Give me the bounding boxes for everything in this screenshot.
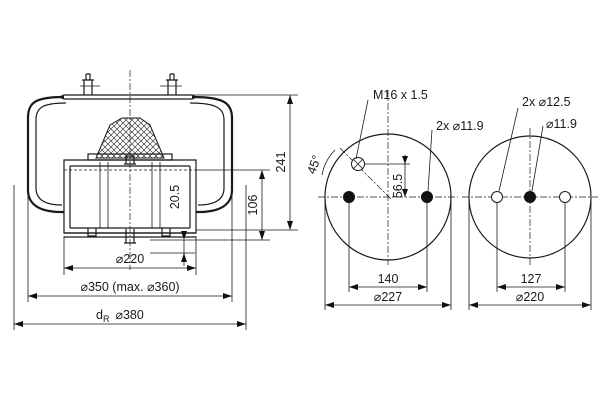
hole-leader [427,129,433,192]
bottom-hole-label-a: 2x ⌀12.5 [522,95,571,109]
dim-bellow-diameter: ⌀350 (max. ⌀360) [80,280,179,294]
top-plate-thread-hole [351,157,365,171]
dim-height-piston: 106 [246,195,260,216]
bottom-pins [87,228,171,237]
thread-leader [355,99,369,160]
top-stud-left [82,73,94,95]
extension-lines-top-plate [324,200,452,310]
bottom-hole-label-b: ⌀11.9 [546,117,577,131]
dim-piston-diameter: ⌀220 [116,252,144,266]
top-bead-plate [60,94,196,100]
extension-lines-bottom-plate [468,200,592,310]
side-view-air-spring: 241 106 20.5 ⌀220 ⌀350 (max. ⌀360) dR⌀38… [13,70,298,330]
top-offset-label: 56.5 [391,174,405,198]
top-diameter-label: ⌀227 [374,290,402,304]
top-spacing-label: 140 [378,272,399,286]
dim-offset: 20.5 [168,185,182,209]
dim-height-total: 241 [274,152,288,173]
piston-inner-walls [99,162,161,228]
top-plate-hole-right [421,191,433,203]
bottom-diameter-label: ⌀220 [516,290,544,304]
bottom-plate-view: 2x ⌀12.5 ⌀11.9 127 ⌀220 [462,95,598,310]
dim-rolling-diameter: dR⌀380 [96,308,144,324]
top-plate-45-line [339,147,393,201]
bottom-spacing-label: 127 [521,272,542,286]
top-stud-right [166,73,178,95]
bellow-inner [35,102,225,206]
top-thread-label: M16 x 1.5 [373,88,428,102]
hole-leader-12-5 [498,107,519,192]
dim-arrows-20-5 [181,231,187,262]
extension-lines-side [13,94,298,330]
hole-leader-11-9 [531,125,544,192]
top-plate-hole-left [343,191,355,203]
angle-arc-45 [321,149,336,176]
top-plate-view: M16 x 1.5 2x ⌀11.9 45° 56.5 140 ⌀227 [304,88,484,310]
bottom-plate-hole-left [491,191,503,203]
bottom-plate-center-hole [524,191,536,203]
dim-arrows-140 [349,284,427,290]
top-hole-label: 2x ⌀11.9 [436,119,484,133]
bottom-plate-hole-right [559,191,571,203]
top-angle-label: 45° [304,153,324,176]
